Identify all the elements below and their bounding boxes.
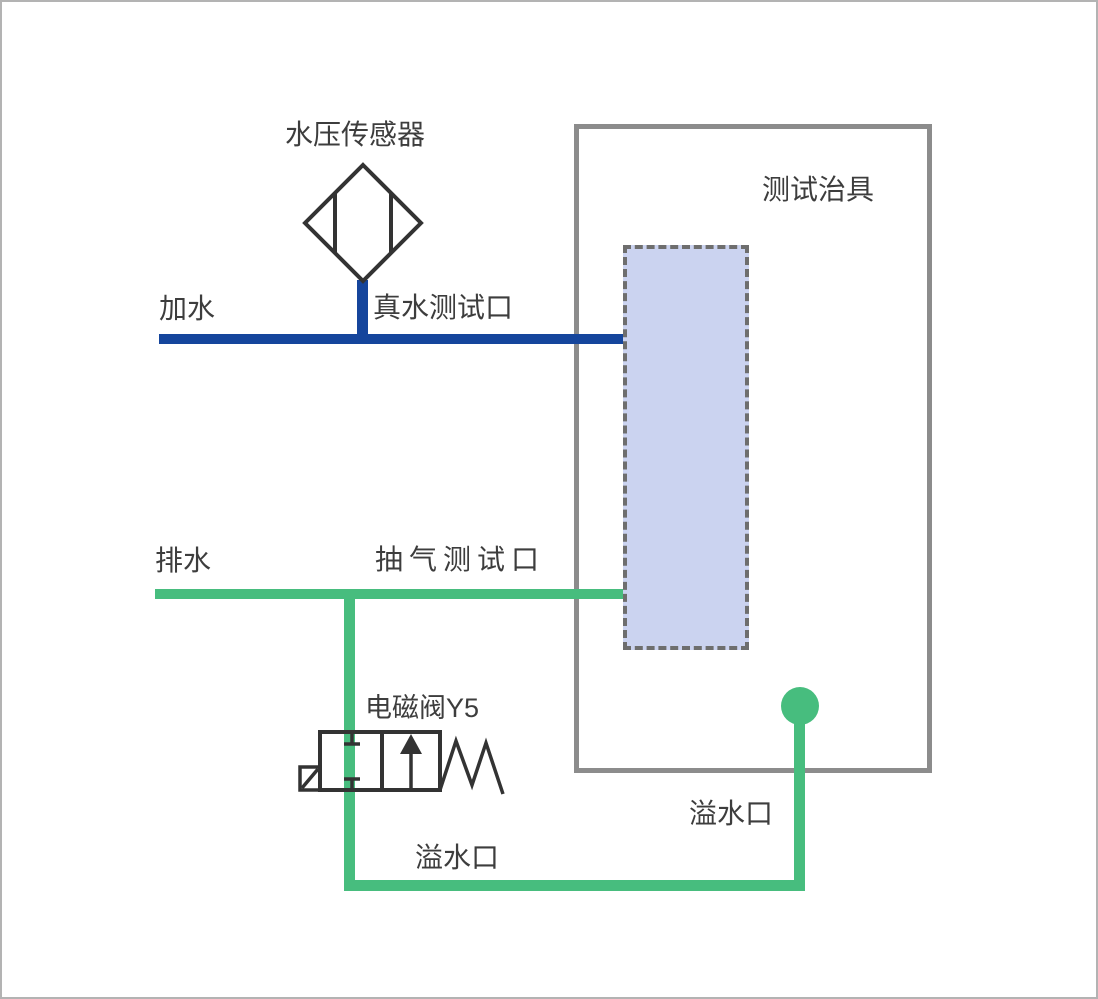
- sensor-label: 水压传感器: [285, 119, 426, 150]
- solenoid-valve-label: 电磁阀Y5: [365, 693, 480, 723]
- solenoid-valve-icon: [298, 730, 505, 795]
- overflow-port-label-bottom: 溢水口: [415, 842, 500, 873]
- overflow-port-label-right: 溢水口: [689, 798, 774, 829]
- test-fixture-label: 测试治具: [762, 174, 875, 205]
- overflow-pipe-bottom: [344, 880, 805, 891]
- sensor-connection-stub: [357, 280, 368, 342]
- water-pressure-sensor-icon: [302, 162, 424, 284]
- overflow-port-dot: [781, 687, 819, 725]
- drain-pipe-vertical-left: [344, 589, 355, 891]
- device-under-test-block: [623, 245, 749, 650]
- test-fixture-outline: [574, 124, 932, 773]
- overflow-pipe-vertical-right: [794, 706, 805, 891]
- real-water-port-label: 真水测试口: [373, 292, 514, 323]
- add-water-label: 加水: [159, 293, 216, 324]
- water-supply-pipe-horizontal: [159, 334, 625, 344]
- drain-label: 排水: [155, 545, 212, 576]
- suction-port-label: 抽气测试口: [375, 544, 546, 575]
- drain-pipe-horizontal: [155, 589, 625, 599]
